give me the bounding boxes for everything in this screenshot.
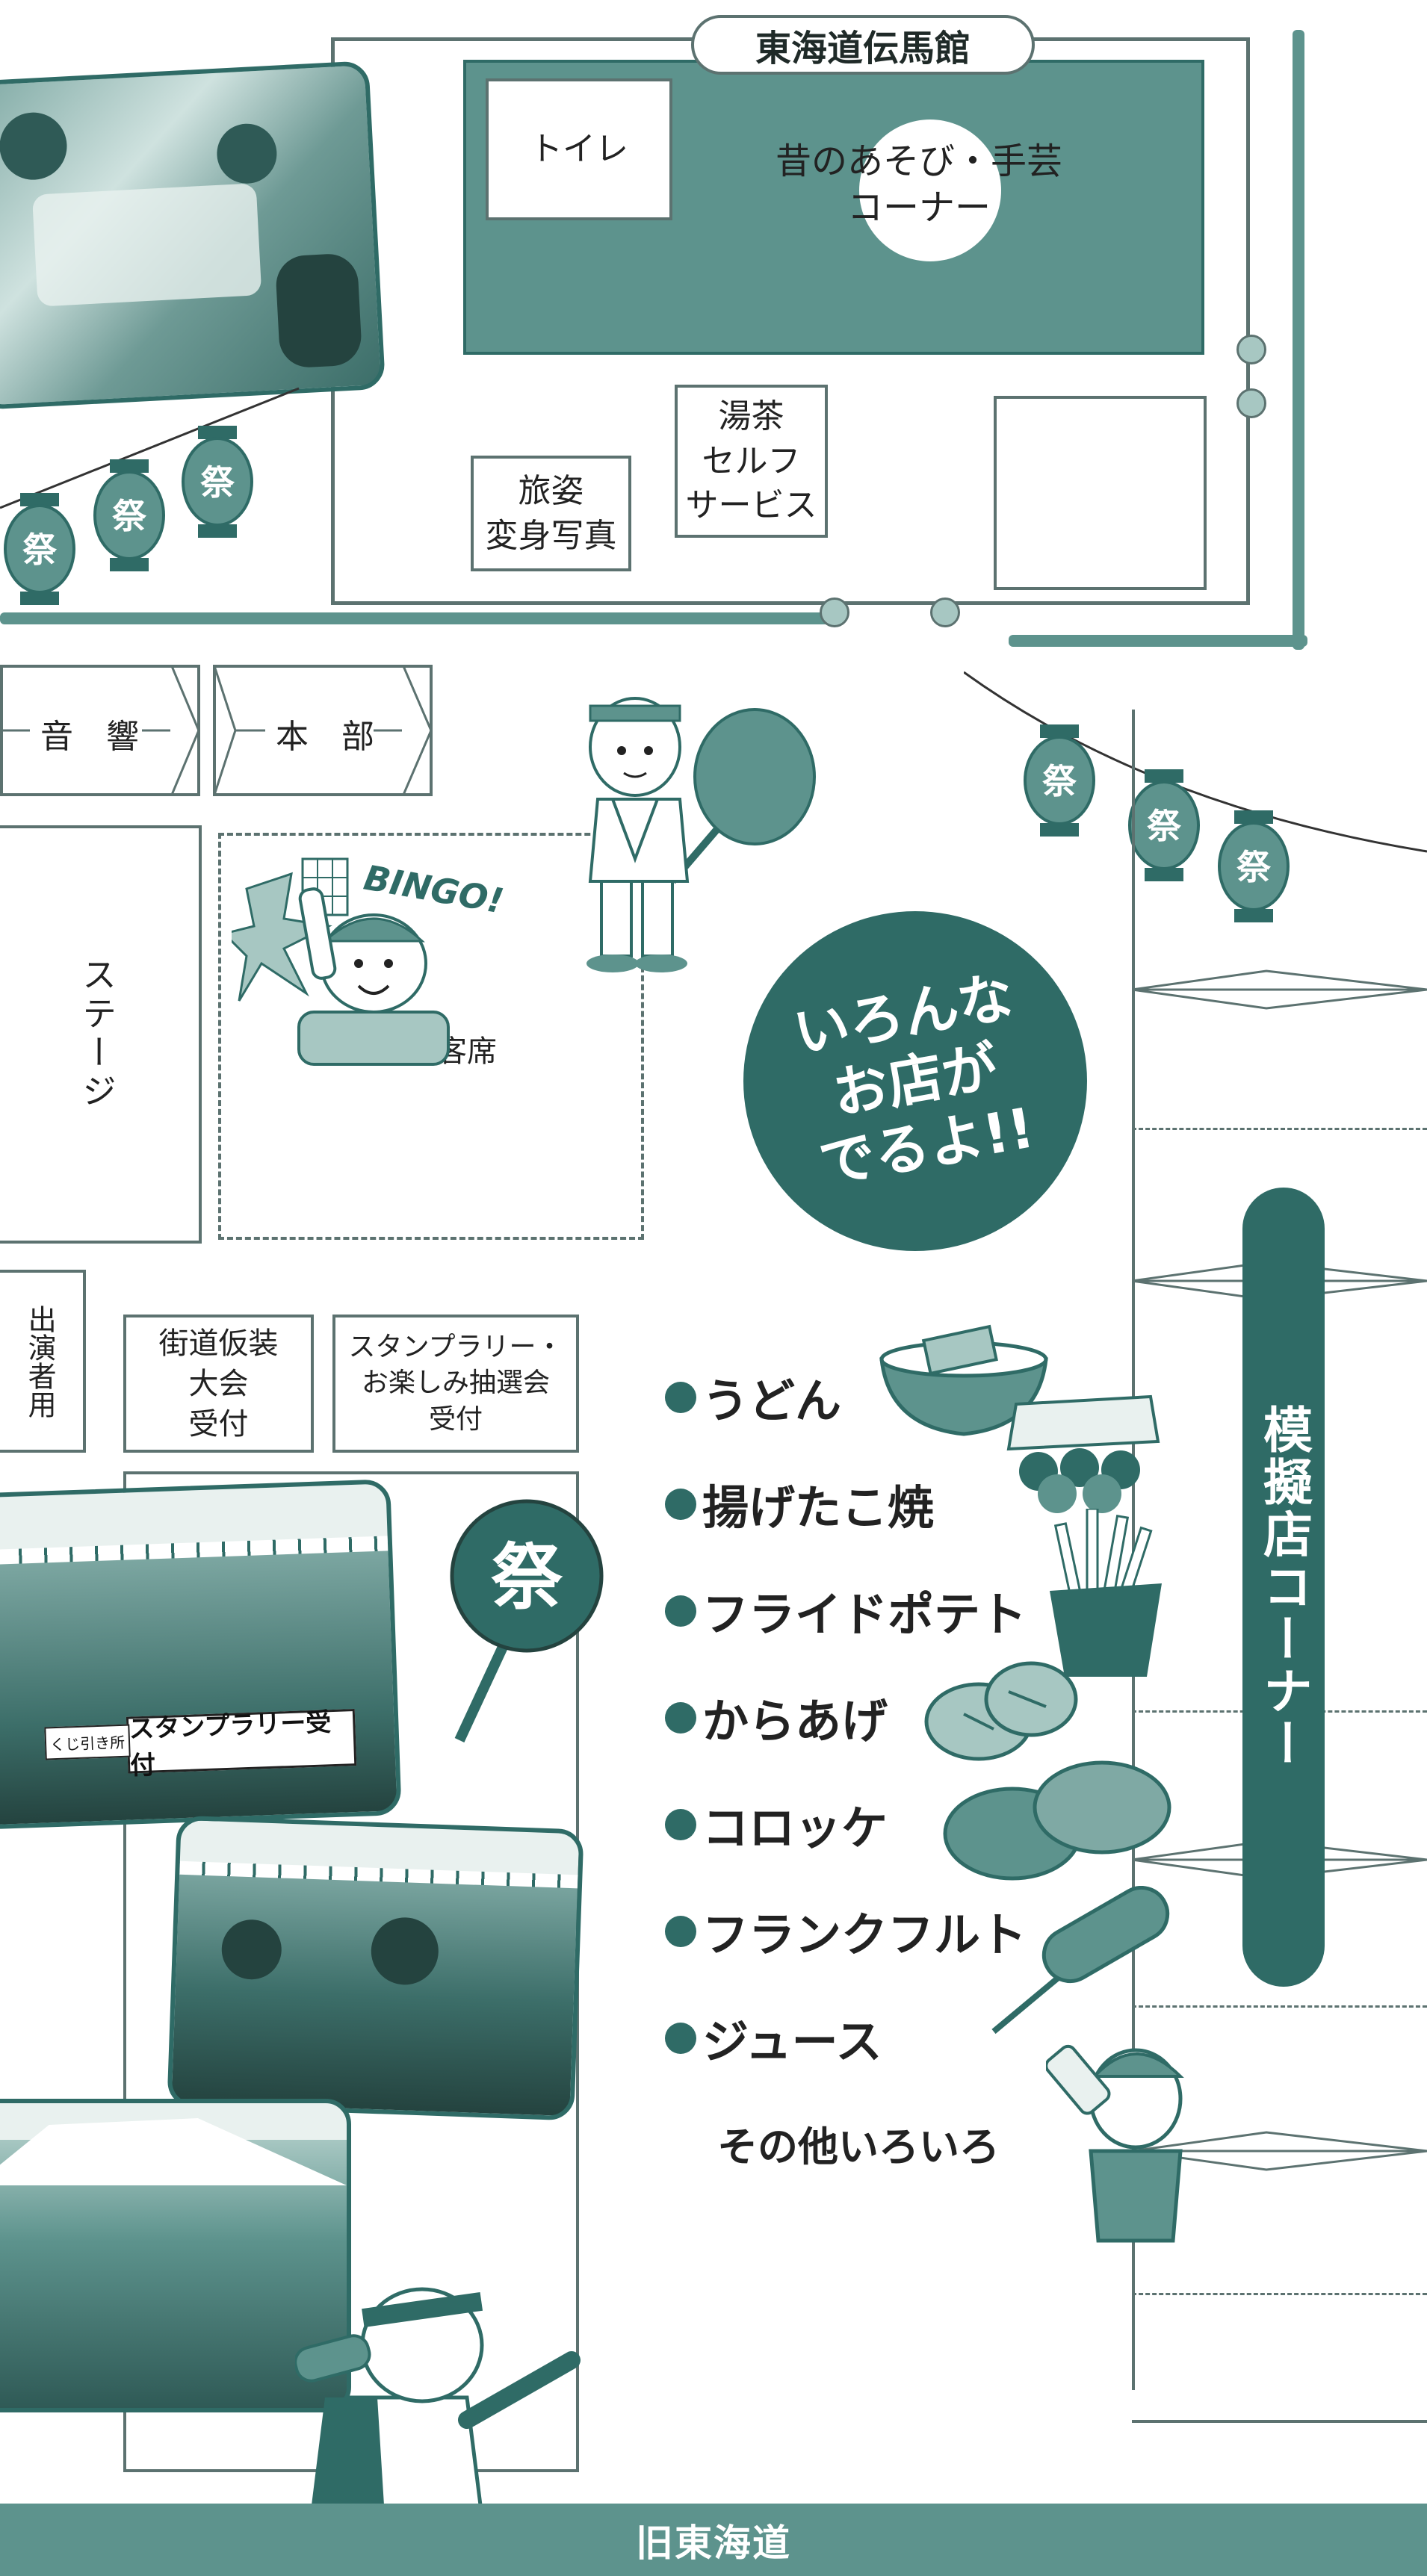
photo-tent-edge bbox=[0, 1536, 389, 1565]
audience-area bbox=[218, 833, 644, 1240]
bingo-character: BINGO! bbox=[232, 857, 507, 1066]
photo-sign: くじ引き所 bbox=[44, 1724, 131, 1760]
stall-dashed-line bbox=[1132, 1128, 1427, 1130]
shops-callout: いろんな お店が でるよ!! bbox=[743, 911, 1087, 1251]
food-bullet bbox=[665, 1809, 696, 1840]
corner-spotlight bbox=[859, 120, 1001, 261]
play-corner-label: 昔のあそび・手芸 コーナー bbox=[775, 140, 1062, 229]
stage: ステージ bbox=[0, 825, 202, 1244]
food-bullet bbox=[665, 2023, 696, 2054]
karaage-icon bbox=[924, 1661, 1078, 1761]
food-bullet bbox=[665, 1489, 696, 1520]
photo-person bbox=[215, 122, 279, 185]
lantern: 祭 bbox=[1024, 724, 1095, 837]
photo-person bbox=[370, 1916, 440, 1986]
food-item: うどん bbox=[702, 1374, 842, 1428]
photo-table bbox=[31, 183, 262, 307]
building-node bbox=[930, 598, 960, 627]
lantern: 祭 bbox=[182, 426, 253, 538]
food-bullet bbox=[665, 1595, 696, 1627]
empty-room bbox=[994, 396, 1207, 590]
stamp-rally-reception: スタンプラリー・ お楽しみ抽選会 受付 bbox=[332, 1315, 579, 1453]
food-bullet bbox=[665, 1702, 696, 1734]
workshop-photo bbox=[0, 60, 386, 410]
costume-contest-reception: 街道仮装 大会 受付 bbox=[123, 1315, 314, 1453]
building-name-pill: 東海道伝馬館 bbox=[691, 15, 1035, 75]
old-tokaido-road: 旧東海道 bbox=[0, 2504, 1427, 2576]
stall-dashed-line bbox=[1132, 2005, 1427, 2008]
svg-text:祭: 祭 bbox=[1236, 847, 1272, 887]
tea-self-service: 湯茶 セルフ サービス bbox=[675, 385, 828, 538]
drinking-boy bbox=[1046, 2044, 1184, 2243]
food-item: ジュース bbox=[702, 2014, 882, 2069]
food-other: その他いろいろ bbox=[717, 2123, 1000, 2170]
hq-sign bbox=[213, 665, 433, 796]
lantern: 祭 bbox=[93, 459, 165, 571]
toilet-label: トイレ bbox=[530, 130, 628, 169]
food-item: フランクフルト bbox=[702, 1908, 1027, 1962]
svg-text:BINGO!: BINGO! bbox=[361, 857, 507, 922]
stall-corner-sign: 模擬店コーナー bbox=[1242, 1188, 1325, 1987]
stamp-rally-photo: スタンプラリー受付 くじ引き所 bbox=[0, 1479, 402, 1830]
toilet-room: トイレ bbox=[486, 78, 672, 220]
stall-dashed-line bbox=[1132, 2293, 1427, 2295]
lantern: 祭 bbox=[1218, 810, 1290, 922]
svg-text:祭: 祭 bbox=[22, 530, 58, 570]
stalls-photo bbox=[0, 2099, 351, 2412]
photo-person bbox=[220, 1918, 283, 1981]
stall-bottom bbox=[1132, 2420, 1427, 2423]
stall-corner-label: 模擬店コーナー bbox=[1255, 1404, 1313, 1770]
building-name: 東海道伝馬館 bbox=[755, 28, 971, 69]
takoyaki-icon bbox=[1006, 1394, 1160, 1513]
svg-text:祭: 祭 bbox=[1147, 806, 1182, 846]
lantern: 祭 bbox=[4, 493, 75, 605]
food-item: からあげ bbox=[702, 1694, 888, 1748]
food-bullet bbox=[665, 1382, 696, 1413]
performers-booth: 出演者用 bbox=[0, 1270, 86, 1453]
food-item: フライドポテト bbox=[702, 1587, 1027, 1642]
svg-text:祭: 祭 bbox=[112, 496, 147, 536]
svg-text:祭: 祭 bbox=[491, 1536, 563, 1619]
food-item: コロッケ bbox=[702, 1801, 888, 1855]
croquette-icon bbox=[943, 1760, 1171, 1881]
lantern: 祭 bbox=[1128, 769, 1200, 881]
building-node bbox=[1236, 388, 1266, 418]
food-item: 揚げたこ焼 bbox=[702, 1480, 935, 1535]
svg-text:祭: 祭 bbox=[1042, 761, 1077, 801]
building-bottom-wall-right bbox=[1009, 635, 1307, 647]
french-fries-icon bbox=[1050, 1509, 1162, 1677]
udon-bowl-icon bbox=[879, 1324, 1048, 1436]
frankfurt-icon bbox=[991, 1886, 1170, 2035]
svg-text:祭: 祭 bbox=[200, 462, 235, 503]
photo-tent-roof bbox=[0, 2118, 347, 2185]
building-node bbox=[820, 598, 849, 627]
food-bullet bbox=[665, 1916, 696, 1947]
costume-photo-booth: 旅姿 変身写真 bbox=[471, 456, 631, 571]
festival-boy-with-fan bbox=[586, 697, 816, 972]
road-label: 旧東海道 bbox=[636, 2521, 791, 2565]
building-bottom-wall-left bbox=[0, 612, 829, 624]
photo-sign: スタンプラリー受付 bbox=[126, 1707, 357, 1781]
building-right-wall bbox=[1293, 30, 1304, 650]
hq-label: 本 部 bbox=[276, 718, 374, 756]
photo-tent-edge bbox=[179, 1860, 578, 1889]
festival-fan: 祭 bbox=[450, 1499, 604, 1742]
stall-divider bbox=[1132, 969, 1427, 1010]
sound-label: 音 響 bbox=[40, 718, 139, 756]
sound-sign bbox=[0, 665, 200, 796]
photo-person bbox=[0, 111, 69, 181]
photo-person bbox=[274, 252, 363, 369]
crowd-photo bbox=[167, 1815, 584, 2121]
building-node bbox=[1236, 335, 1266, 364]
